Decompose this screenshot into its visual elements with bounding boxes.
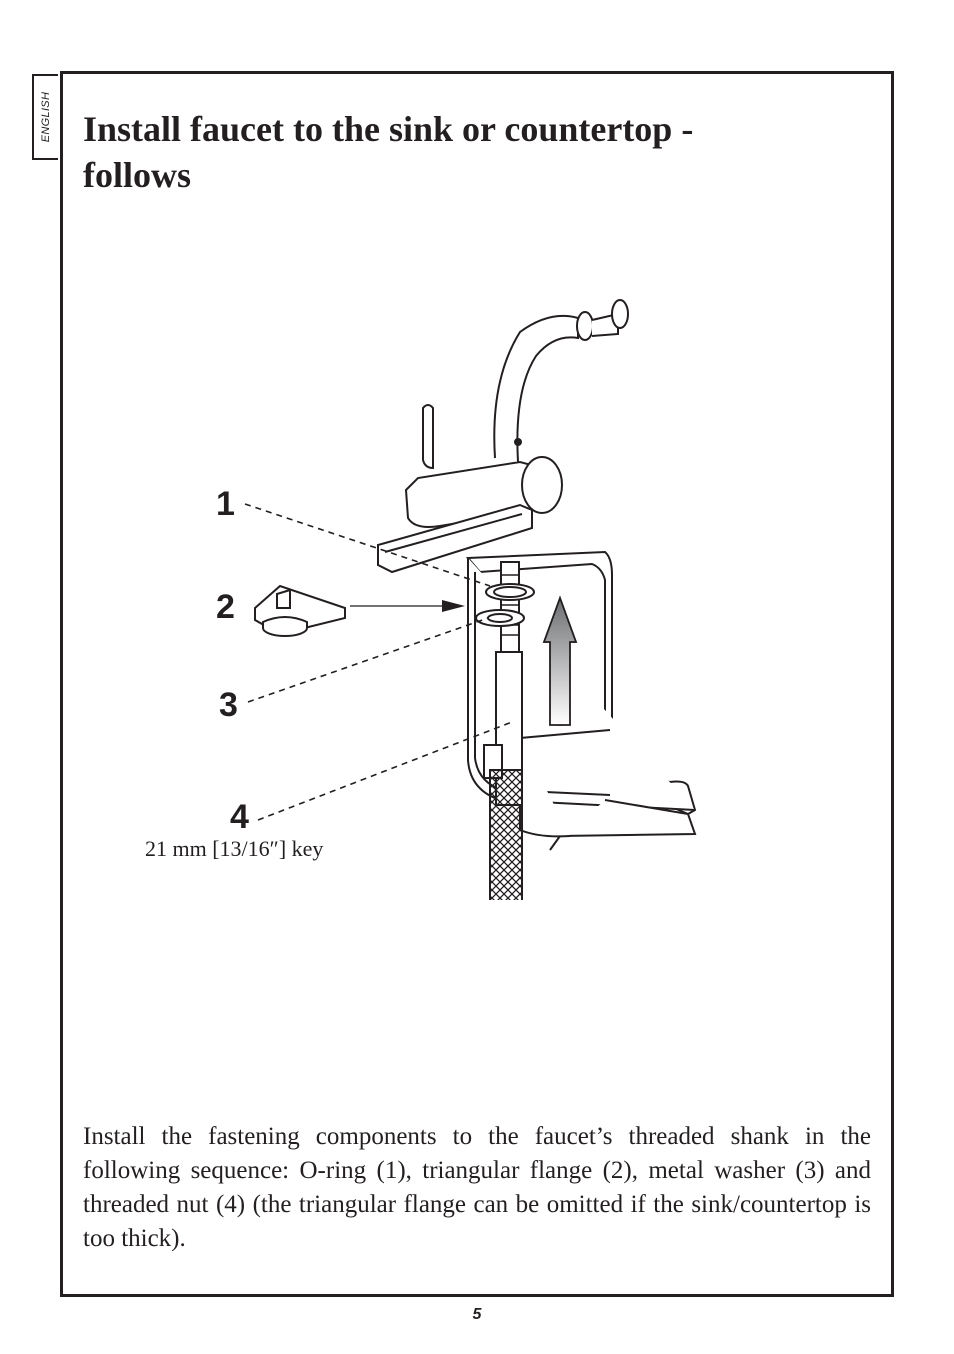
instruction-paragraph: Install the fastening components to the … bbox=[83, 1123, 871, 1252]
callout-4: 4 bbox=[230, 798, 249, 836]
callout-2: 2 bbox=[216, 588, 235, 626]
callout-1: 1 bbox=[216, 485, 235, 523]
page-number: 5 bbox=[472, 1306, 482, 1323]
faucet-installation-illustration: 1 2 3 4 bbox=[216, 299, 697, 900]
language-tab: ENGLISH bbox=[32, 74, 58, 160]
language-label: ENGLISH bbox=[40, 91, 52, 143]
faucet-body bbox=[377, 299, 629, 574]
threaded-shank-assembly bbox=[475, 561, 535, 900]
triangular-flange bbox=[254, 584, 346, 637]
key-size-caption: 21 mm [13/16″] key bbox=[145, 836, 324, 861]
page-title: Install faucet to the sink or countertop… bbox=[83, 109, 694, 195]
braided-hose bbox=[489, 769, 523, 900]
page-frame bbox=[60, 71, 894, 1297]
arrowhead-2 bbox=[442, 600, 465, 612]
callout-3: 3 bbox=[219, 686, 238, 724]
leader-lines bbox=[244, 503, 513, 821]
